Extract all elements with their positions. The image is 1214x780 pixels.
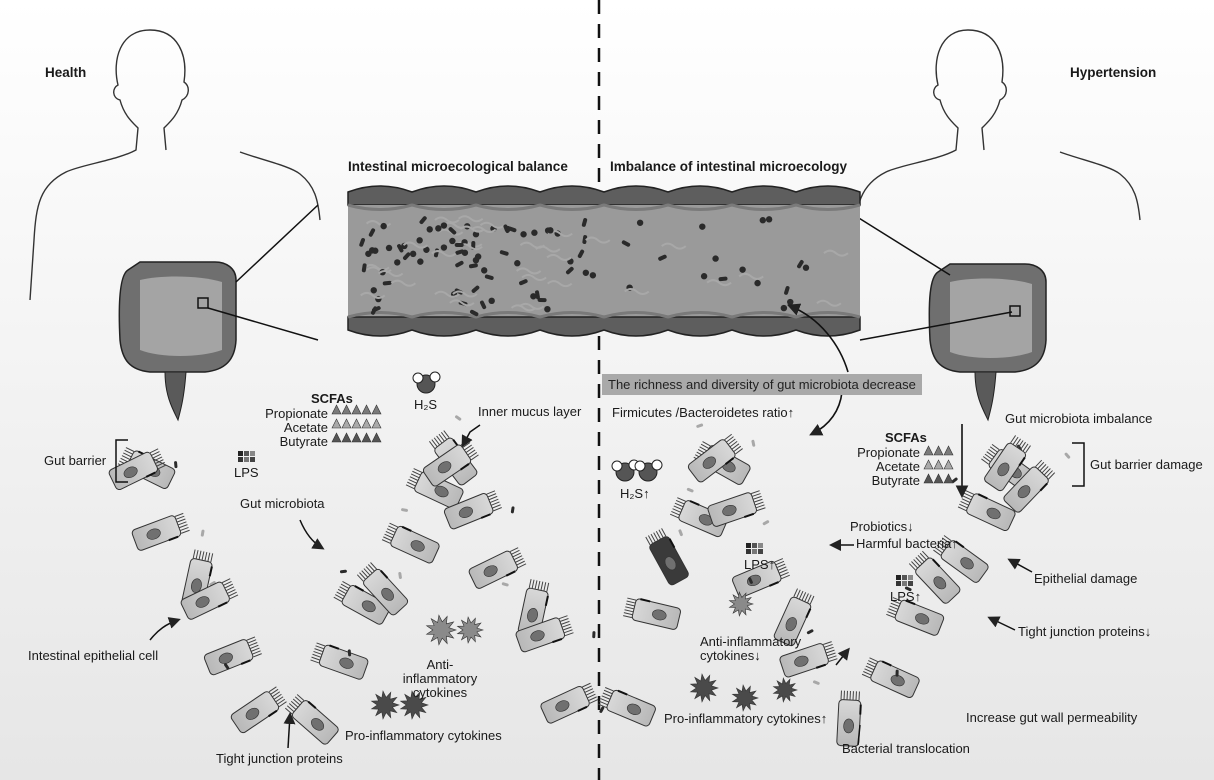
bacterium — [754, 280, 760, 286]
bacterium — [531, 230, 537, 236]
pro-inflammatory-left: Pro-inflammatory cytokines — [345, 729, 502, 743]
bacterium — [781, 305, 787, 311]
pro-inflammatory-right: Pro-inflammatory cytokines↑ — [664, 712, 827, 726]
bacterium — [462, 250, 468, 256]
tight-junction-right: Tight junction proteins↓ — [1018, 625, 1151, 639]
h2s-label-right: H₂S↑ — [620, 487, 650, 501]
permeability-label: Increase gut wall permeability — [966, 711, 1137, 725]
propionate-right: Propionate — [840, 446, 920, 460]
bacterium — [760, 217, 766, 223]
bacterium — [504, 226, 510, 232]
bacterium — [441, 244, 447, 250]
lps-label-right-a: LPS↑ — [744, 558, 775, 572]
bacterium — [547, 227, 553, 233]
bacterium — [435, 225, 441, 231]
epithelial-cell-label: Intestinal epithelial cell — [28, 649, 158, 663]
gut-barrier-damage-label: Gut barrier damage — [1090, 458, 1203, 472]
bacterium — [416, 237, 422, 243]
acetate-left: Acetate — [244, 421, 328, 435]
health-title: Health — [45, 66, 86, 80]
bacterium — [803, 265, 809, 271]
bacterium — [455, 243, 464, 247]
bacterium — [766, 216, 772, 222]
microbiota-imbalance-label: Gut microbiota imbalance — [1005, 412, 1152, 426]
hypertension-title: Hypertension — [1070, 66, 1156, 80]
firmicutes-label: Firmicutes /Bacteroidetes ratio↑ — [612, 406, 794, 420]
lps-label-right-b: LPS↑ — [890, 590, 921, 604]
bacterium — [739, 266, 745, 272]
bacterium — [380, 223, 386, 229]
scfas-title-left: SCFAs — [311, 392, 353, 406]
imbalance-title: Imbalance of intestinal microecology — [610, 160, 847, 174]
bacterium — [699, 223, 705, 229]
anti-inflammatory-right: Anti-inflammatory cytokines↓ — [700, 635, 820, 663]
bacterium — [394, 259, 400, 265]
bacterium — [369, 247, 375, 253]
butyrate-left: Butyrate — [244, 435, 328, 449]
gut-barrier-label: Gut barrier — [44, 454, 106, 468]
richness-banner: The richness and diversity of gut microb… — [602, 374, 922, 395]
bacterium — [417, 258, 423, 264]
inner-mucus-label: Inner mucus layer — [478, 405, 581, 419]
bacterium — [637, 220, 643, 226]
bacterium — [701, 273, 707, 279]
scfa-triangles-right — [924, 446, 953, 483]
bacterium — [488, 298, 494, 304]
lps-label-left: LPS — [234, 466, 259, 480]
h2s-label-left: H₂S — [414, 398, 437, 412]
harmful-bacteria-label: Harmful bacteria↑ — [856, 537, 958, 551]
bacterium — [712, 255, 718, 261]
probiotics-label: Probiotics↓ — [850, 520, 914, 534]
tight-junction-left: Tight junction proteins — [216, 752, 343, 766]
mucosal-bacterium — [592, 631, 595, 638]
bacterium — [449, 238, 455, 244]
acetate-right: Acetate — [840, 460, 920, 474]
bacterium — [441, 222, 447, 228]
propionate-left: Propionate — [244, 407, 328, 421]
intestine-tube — [348, 186, 860, 336]
bacterium — [481, 267, 487, 273]
balance-title: Intestinal microecological balance — [348, 160, 568, 174]
bacterium — [787, 299, 793, 305]
bacterium — [410, 251, 416, 257]
bacterium — [530, 293, 536, 299]
bacterium — [520, 231, 526, 237]
bacterium — [475, 253, 481, 259]
epithelial-damage-label: Epithelial damage — [1034, 572, 1137, 586]
bacterium — [427, 226, 433, 232]
bacterium — [544, 306, 550, 312]
anti-inflammatory-left: Anti-inflammatory cytokines — [395, 658, 485, 700]
mucosal-bacterium — [895, 670, 898, 677]
bacterium — [590, 272, 596, 278]
bacterium — [583, 270, 589, 276]
bacterium — [386, 245, 392, 251]
bacterium — [371, 287, 377, 293]
butyrate-right: Butyrate — [840, 474, 920, 488]
bacterium — [514, 260, 520, 266]
scfas-title-right: SCFAs — [885, 431, 927, 445]
bacterial-translocation-label: Bacterial translocation — [842, 742, 970, 756]
bacterium — [538, 298, 547, 302]
gut-microbiota-label: Gut microbiota — [240, 497, 325, 511]
